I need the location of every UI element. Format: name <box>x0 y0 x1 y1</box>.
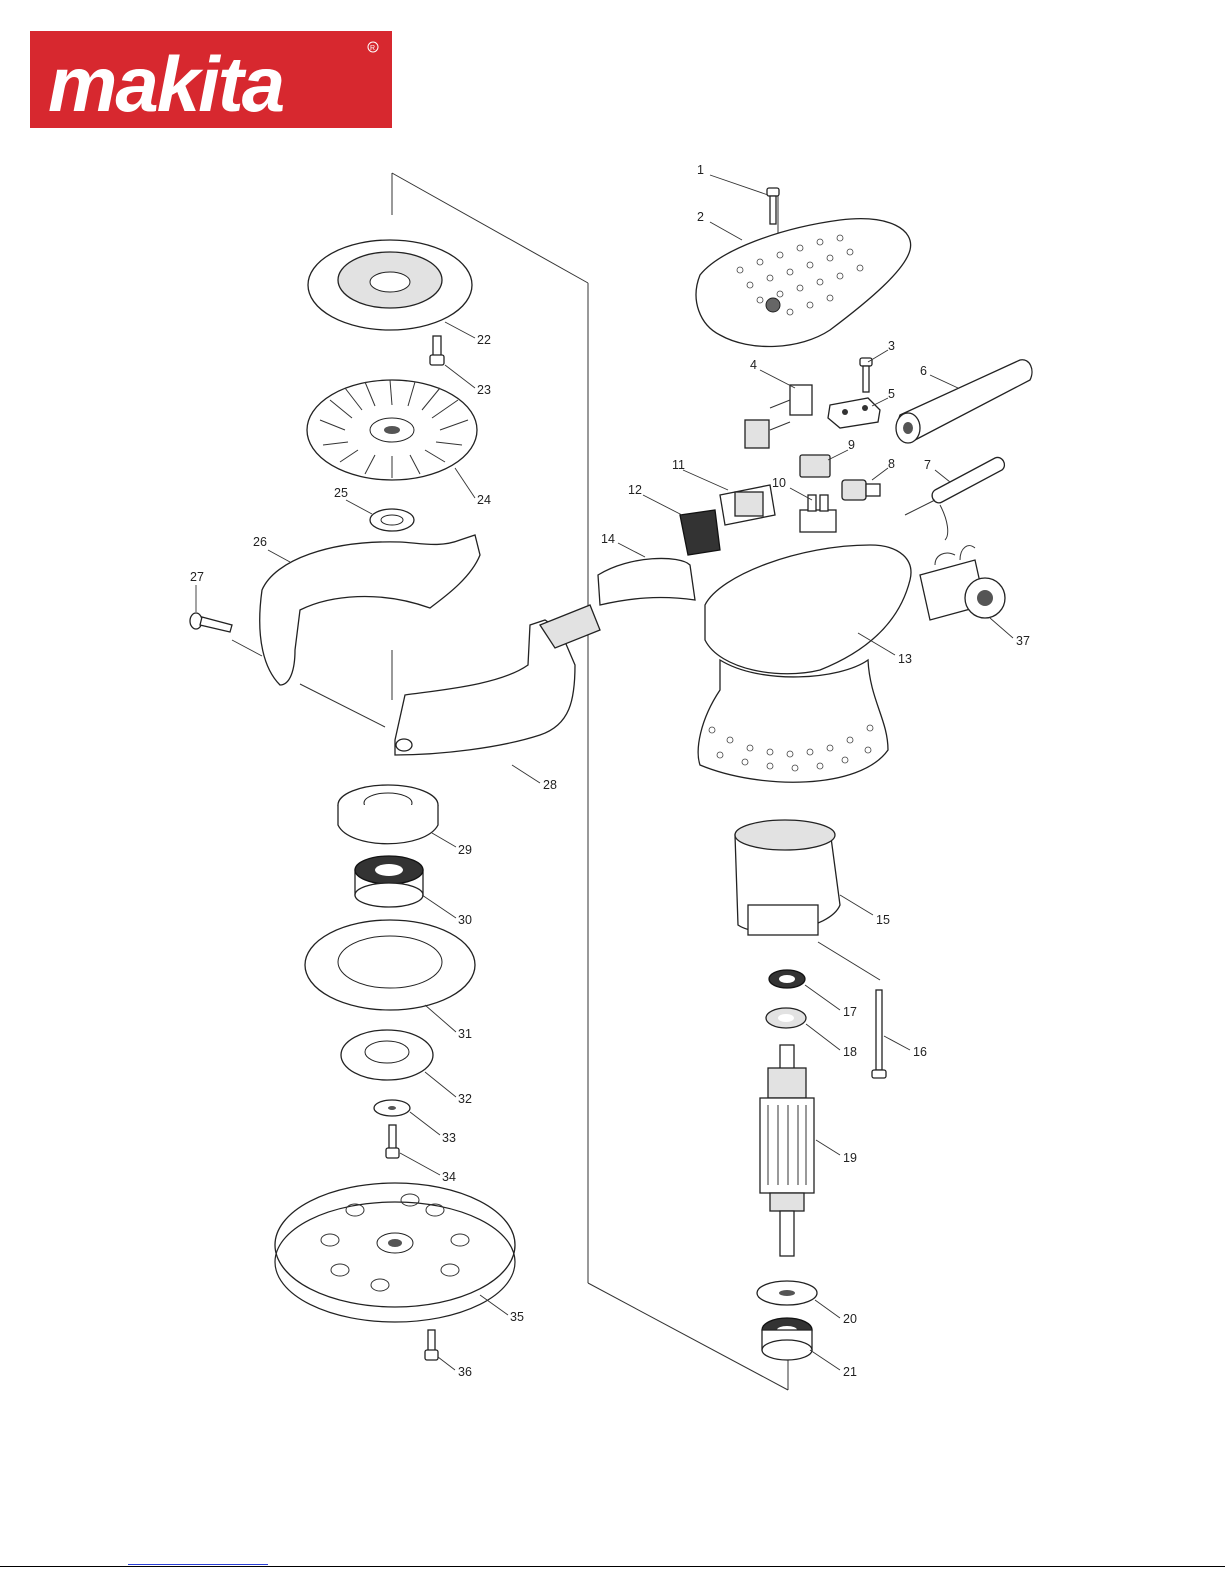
part-plate-22 <box>308 240 472 330</box>
part-shroud-upper <box>260 535 480 685</box>
part-label-29: 29 <box>458 843 472 857</box>
part-washer-25 <box>370 509 414 531</box>
part-label-8: 8 <box>888 457 895 471</box>
part-label-27: 27 <box>190 570 204 584</box>
part-label-24: 24 <box>477 493 491 507</box>
part-label-4: 4 <box>750 358 757 372</box>
part-label-31: 31 <box>458 1027 472 1041</box>
part-switch <box>720 485 775 525</box>
part-speed-controller <box>920 546 1005 620</box>
bottom-divider <box>0 1566 1225 1567</box>
part-label-12: 12 <box>628 483 642 497</box>
part-label-30: 30 <box>458 913 472 927</box>
part-bearing-21 <box>762 1318 812 1360</box>
part-label-26: 26 <box>253 535 267 549</box>
part-long-screw <box>872 990 886 1078</box>
part-label-11: 11 <box>672 458 685 472</box>
part-screw-3 <box>860 358 872 392</box>
part-label-25: 25 <box>334 486 348 500</box>
part-screw-1 <box>767 188 779 224</box>
part-label-7: 7 <box>924 458 931 472</box>
leader-lines <box>196 175 1013 1370</box>
part-terminal-block <box>800 495 836 532</box>
part-label-19: 19 <box>843 1151 857 1165</box>
part-screw-34 <box>386 1125 399 1158</box>
part-motor-housing <box>698 545 911 782</box>
part-power-cord <box>905 457 1004 540</box>
part-brush-holder-8 <box>842 480 880 500</box>
part-label-3: 3 <box>888 339 895 353</box>
part-label-14: 14 <box>601 532 615 546</box>
part-label-28: 28 <box>543 778 557 792</box>
part-sanding-pad <box>275 1183 515 1322</box>
part-label-6: 6 <box>920 364 927 378</box>
part-screw-36 <box>425 1330 438 1360</box>
footer-link-underline[interactable] <box>128 1564 268 1565</box>
part-switch-button <box>680 510 720 555</box>
part-label-9: 9 <box>848 438 855 452</box>
part-capacitor <box>745 385 812 448</box>
part-armature <box>760 1045 814 1256</box>
part-label-10: 10 <box>772 476 786 490</box>
part-label-32: 32 <box>458 1092 472 1106</box>
part-label-17: 17 <box>843 1005 857 1019</box>
part-label-15: 15 <box>876 913 890 927</box>
part-label-5: 5 <box>888 387 895 401</box>
part-field-stator <box>735 820 840 935</box>
part-bearing-box <box>338 785 438 844</box>
part-label-35: 35 <box>510 1310 524 1324</box>
part-label-2: 2 <box>697 210 704 224</box>
part-bearing-17 <box>769 970 805 988</box>
part-washer-20 <box>757 1281 817 1305</box>
part-bearing-30 <box>355 856 423 907</box>
part-number-labels: 1 2 3 4 5 6 7 8 9 10 11 12 13 14 15 16 1… <box>190 163 1030 1379</box>
part-brush-holder-9 <box>800 455 830 477</box>
part-label-33: 33 <box>442 1131 456 1145</box>
part-label-1: 1 <box>697 163 704 177</box>
part-label-18: 18 <box>843 1045 857 1059</box>
part-washer-33 <box>374 1100 410 1116</box>
part-label-22: 22 <box>477 333 491 347</box>
part-label-34: 34 <box>442 1170 456 1184</box>
part-label-36: 36 <box>458 1365 472 1379</box>
part-label-23: 23 <box>477 383 491 397</box>
part-cord-clamp <box>828 398 880 428</box>
part-shroud-lower <box>395 605 600 755</box>
part-top-cover <box>696 219 911 347</box>
part-screw-27 <box>190 613 232 632</box>
part-seal-sheet <box>598 558 695 605</box>
part-cord-guard <box>896 360 1032 443</box>
part-label-21: 21 <box>843 1365 857 1379</box>
part-label-20: 20 <box>843 1312 857 1326</box>
part-label-37: 37 <box>1016 634 1030 648</box>
part-ring-32 <box>341 1030 433 1080</box>
part-label-13: 13 <box>898 652 912 666</box>
part-plate-31 <box>305 920 475 1010</box>
part-screw-23 <box>430 336 444 365</box>
part-bearing-18 <box>766 1008 806 1028</box>
part-fan <box>307 380 477 480</box>
part-label-16: 16 <box>913 1045 927 1059</box>
